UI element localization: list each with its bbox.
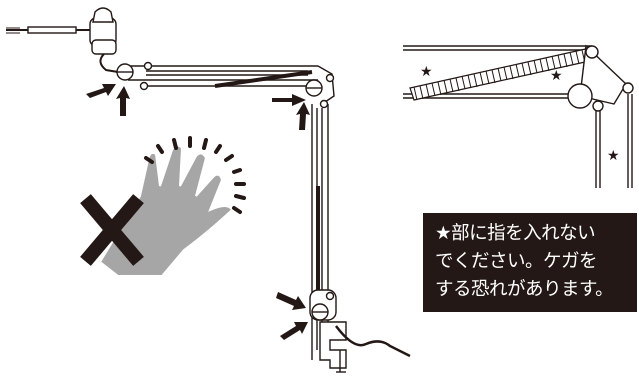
- hand-icon: [98, 144, 234, 277]
- warning-line-2: でください。ケガを: [435, 251, 598, 272]
- warning-line-1: ★部に指を入れない: [435, 223, 596, 244]
- boom-arm: [116, 61, 411, 373]
- microphone: [6, 7, 119, 73]
- warning-box: ★部に指を入れない でください。ケガを する恐れがあります。: [423, 213, 637, 312]
- detail-zoom: [403, 44, 634, 188]
- warning-line-3: する恐れがあります。: [435, 279, 614, 300]
- detail-elbow-joint: [567, 83, 593, 109]
- upper-spring: [214, 70, 313, 88]
- desk-clamp: [319, 321, 347, 369]
- star-marker-right: ★: [607, 148, 620, 164]
- prohibited-cross-icon: [80, 194, 144, 266]
- star-marker-left: ★: [420, 64, 433, 80]
- motion-lines: [144, 136, 246, 214]
- detail-star-markers: ★ ★ ★: [420, 64, 620, 164]
- pointer-arrow-icon: [86, 84, 310, 340]
- star-marker-center: ★: [550, 68, 563, 84]
- cable: [335, 325, 411, 358]
